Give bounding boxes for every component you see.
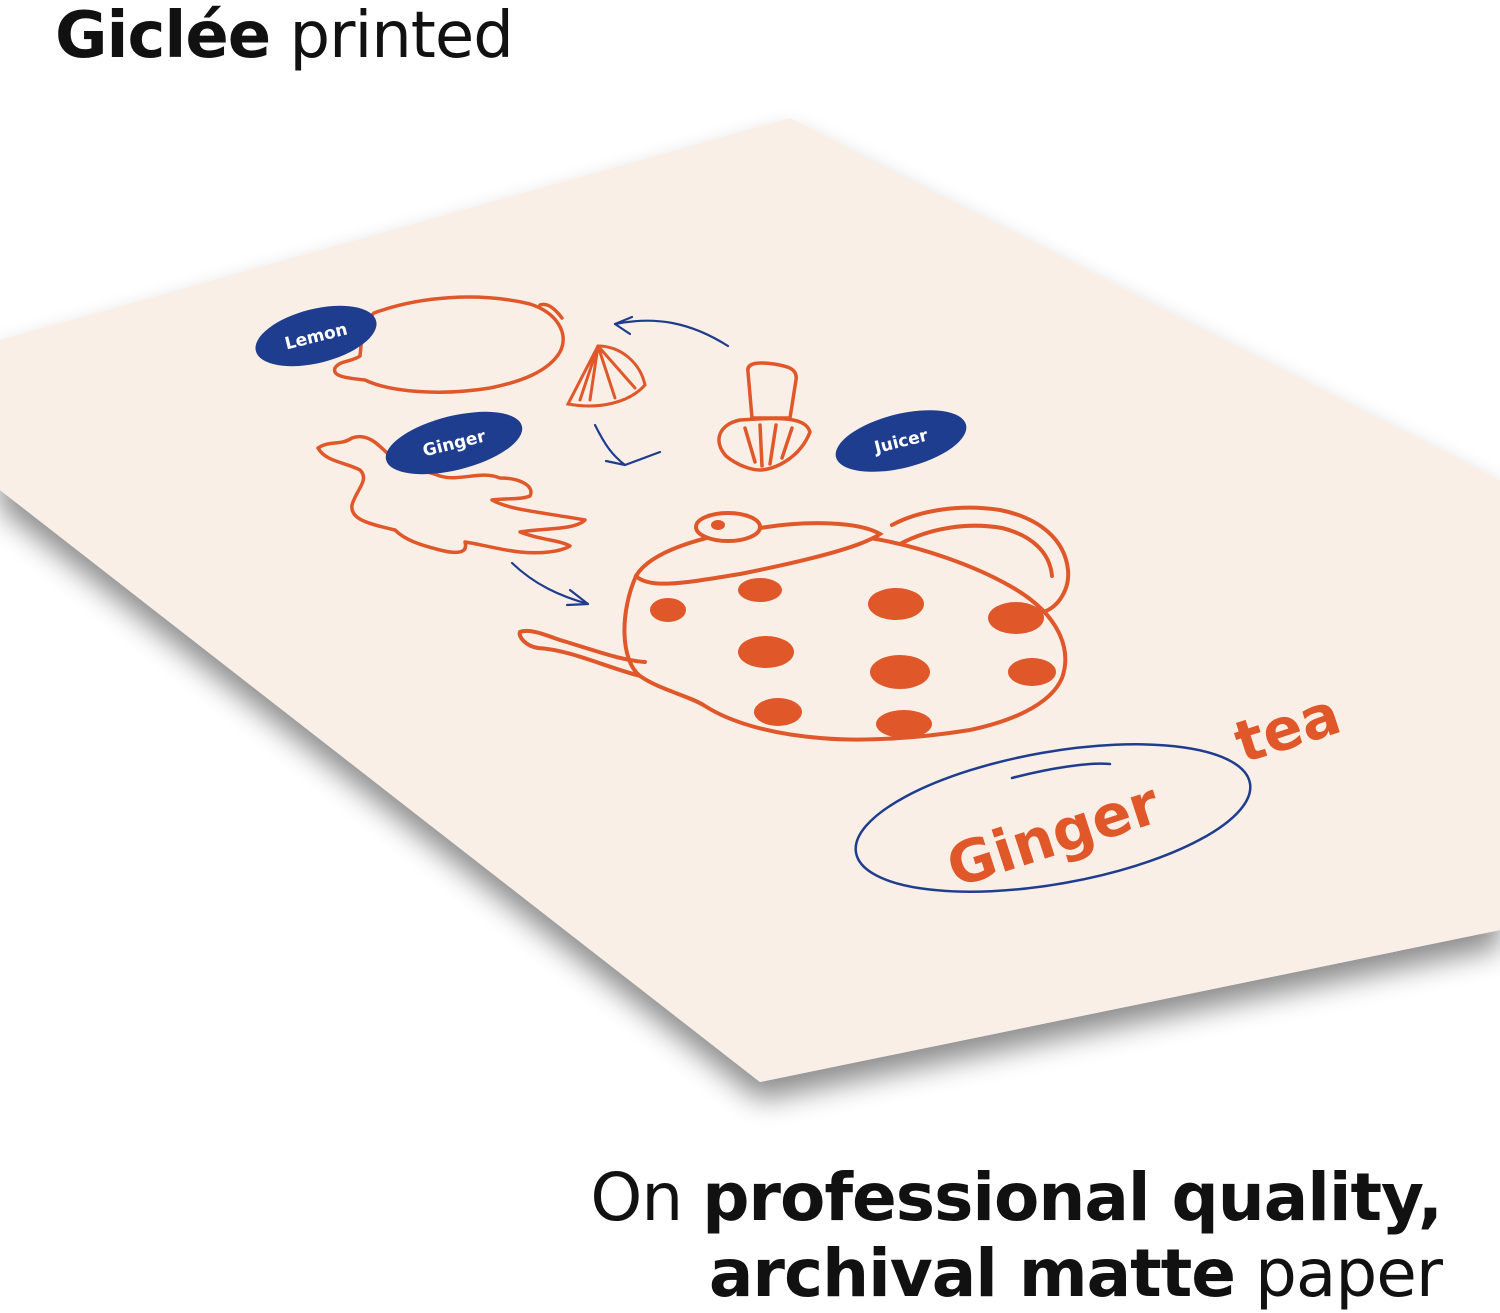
arrow-ginger-to-teapot-icon (510, 561, 590, 606)
arrow-juicer-to-lemon-icon (613, 319, 730, 348)
arrows (510, 315, 730, 607)
caption-line-1: On professional quality, (590, 1159, 1443, 1236)
headline-bold: Giclée (55, 0, 271, 73)
teapot-lid-knob (694, 511, 762, 543)
caption-line1-bold: professional quality, (702, 1159, 1443, 1236)
caption-line-2: archival matte paper (590, 1235, 1443, 1312)
label-ginger: Ginger (385, 411, 523, 475)
title-circle (854, 743, 1252, 893)
teapot-spout (517, 629, 647, 678)
label-juicer: Juicer (835, 410, 967, 472)
teapot-dots (650, 578, 1056, 738)
lemon-slice-illustration (565, 344, 647, 408)
label-lemon: Lemon (255, 305, 377, 367)
teapot-handle (890, 505, 1071, 614)
juicer-illustration (717, 361, 812, 472)
caption-line2-bold: archival matte (708, 1235, 1236, 1312)
teapot-illustration (517, 505, 1071, 742)
arrow-lemon-to-ginger-icon (593, 423, 627, 467)
caption-line2-light: paper (1255, 1235, 1443, 1312)
headline-light: printed (289, 0, 514, 73)
caption: On professional quality, archival matte … (590, 1159, 1443, 1312)
headline: Giclée printed (55, 0, 514, 73)
caption-line1-light: On (590, 1159, 683, 1236)
lemon-illustration (332, 295, 565, 394)
